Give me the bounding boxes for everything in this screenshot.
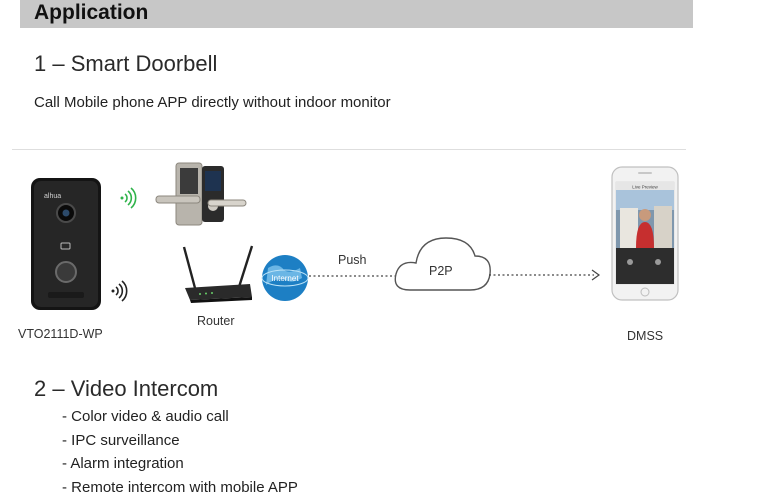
diagram-canvas: alhua — [31, 162, 679, 310]
section1-title: 1 – Smart Doorbell — [34, 51, 218, 76]
list-item: - Color video & audio call — [62, 408, 229, 425]
router-label: Router — [197, 314, 235, 328]
application-diagram: alhua — [0, 152, 759, 352]
globe-icon: Internet — [261, 255, 309, 301]
device-label: VTO2111D-WP — [18, 327, 103, 341]
phone-label: DMSS — [627, 329, 664, 343]
list-item: - Remote intercom with mobile APP — [62, 478, 298, 496]
lock-icon — [155, 162, 247, 226]
phone-icon: Live Preview — [611, 166, 679, 301]
cloud-label: P2P — [429, 264, 453, 278]
device-brand-text: alhua — [44, 193, 61, 200]
section1-description: Call Mobile phone APP directly without i… — [34, 94, 391, 111]
cloud-icon — [394, 237, 491, 291]
list-item: - IPC surveillance — [62, 431, 180, 449]
header-bar — [20, 0, 693, 28]
internet-label: Internet — [271, 274, 299, 283]
wifi-icon — [120, 187, 137, 209]
doorbell-icon: alhua — [31, 178, 101, 310]
divider — [12, 149, 686, 150]
feature-list: - Color video & audio call - IPC surveil… — [62, 405, 298, 499]
phone-header-text: Live Preview — [632, 185, 658, 190]
section2-title: 2 – Video Intercom — [34, 376, 219, 401]
list-item: - Alarm integration — [62, 455, 184, 472]
push-label: Push — [338, 253, 367, 267]
wifi-icon — [111, 280, 128, 302]
page-title: Application — [34, 1, 149, 24]
router-icon — [182, 245, 254, 303]
